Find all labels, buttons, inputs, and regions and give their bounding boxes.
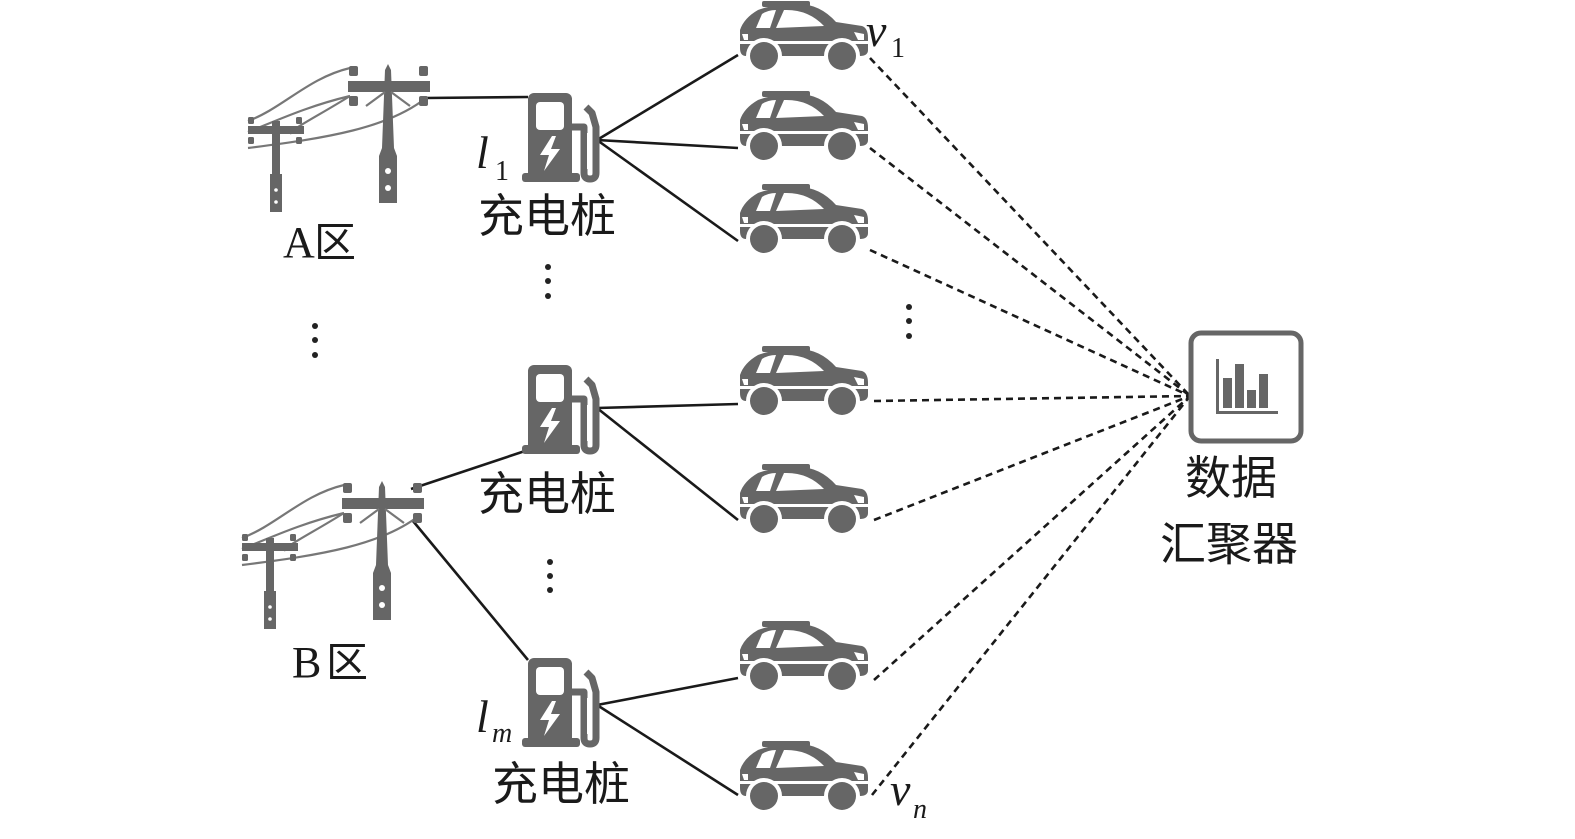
vehicle-v1-subscript: 1 (891, 33, 905, 64)
data-edge-v3 (869, 248, 1191, 398)
charging-station-icon (522, 93, 596, 182)
car-icon (738, 346, 870, 419)
aggregator-label-line2: 汇聚器 (1160, 517, 1298, 571)
charger-l1-subscript: 1 (495, 156, 509, 187)
charging-edge-cm-v6 (596, 676, 739, 707)
ellipsis-zones (312, 323, 318, 358)
car-icon (738, 91, 870, 164)
car-icon (738, 741, 870, 814)
charger-lm-label: 充电桩 (492, 757, 630, 811)
charging-edge-c2-v5 (596, 406, 739, 522)
zone-b: B 区 (240, 479, 426, 687)
car-icon (738, 1, 870, 74)
charger-middle: 充电桩 (478, 365, 616, 521)
charger-l1-label: 充电桩 (478, 189, 616, 243)
charging-edge-c1-v1 (596, 53, 739, 142)
zone-a-suffix: 区 (314, 218, 356, 267)
data-edge-v1 (869, 57, 1191, 397)
data-edge-v5 (873, 394, 1191, 522)
ellipsis-chargers-lower (547, 559, 553, 593)
vehicle-vn-symbol: v (890, 764, 911, 815)
data-aggregator: 数据 汇聚器 (1160, 330, 1304, 571)
charger-l1-symbol: l (476, 127, 489, 178)
charging-edge-c1-v2 (596, 138, 739, 150)
data-edge-vn (870, 395, 1192, 796)
power-edge-B-c2 (410, 448, 529, 491)
zone-b-letter: B (292, 638, 321, 687)
power-pole-icon (246, 62, 432, 214)
charger-middle-label: 充电桩 (478, 467, 616, 521)
vehicles-layer (738, 1, 870, 814)
zone-a-letter: A (283, 218, 315, 267)
charging-station-icon (522, 365, 596, 454)
zone-b-suffix: 区 (326, 638, 368, 687)
vehicle-v1-symbol: v (866, 5, 887, 56)
vehicle-vn-subscript: n (913, 794, 927, 825)
ellipsis-vehicles (906, 304, 912, 339)
aggregator-label-line1: 数据 (1185, 451, 1277, 505)
charging-edge-cm-vn (596, 703, 739, 797)
power-pole-icon (240, 479, 426, 631)
zone-a: A 区 (246, 62, 432, 267)
charger-lm-subscript: m (492, 718, 512, 749)
power-edge-B-cm (411, 520, 530, 661)
charging-edge-c2-v4 (596, 402, 739, 410)
car-icon (738, 464, 870, 537)
car-icon (738, 184, 870, 257)
ellipsis-chargers-upper (545, 264, 551, 299)
bar-chart-icon (1216, 359, 1278, 414)
charger-l1: l 1 充电桩 (476, 93, 616, 243)
aggregator-frame (1188, 330, 1304, 444)
edges-layer (410, 53, 1192, 797)
data-edge-v2 (869, 146, 1191, 398)
charger-lm: l m 充电桩 (476, 658, 630, 811)
charging-edge-c1-v3 (596, 138, 739, 243)
data-edge-v6 (873, 395, 1191, 681)
data-edge-v4 (873, 394, 1191, 403)
charger-lm-symbol: l (476, 691, 489, 742)
power-edge-A-c1 (424, 95, 529, 100)
charging-station-icon (522, 658, 596, 747)
car-icon (738, 621, 870, 694)
